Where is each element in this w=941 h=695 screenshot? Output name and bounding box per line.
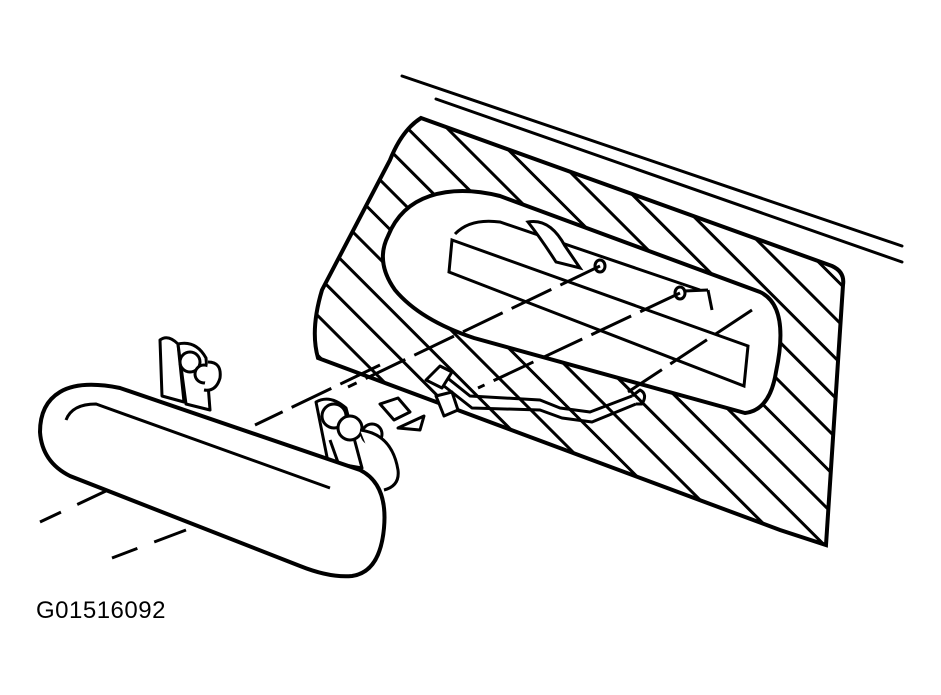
actuator-rod-linkage [424,364,647,424]
extension-dash-lines [39,488,187,560]
handle-latch-mechanism [158,336,460,492]
alignment-dash-lines [254,264,753,427]
door-edge-lines [400,74,904,264]
outside-handle-grip [37,382,387,579]
figure-id-label: G01516092 [36,597,166,624]
